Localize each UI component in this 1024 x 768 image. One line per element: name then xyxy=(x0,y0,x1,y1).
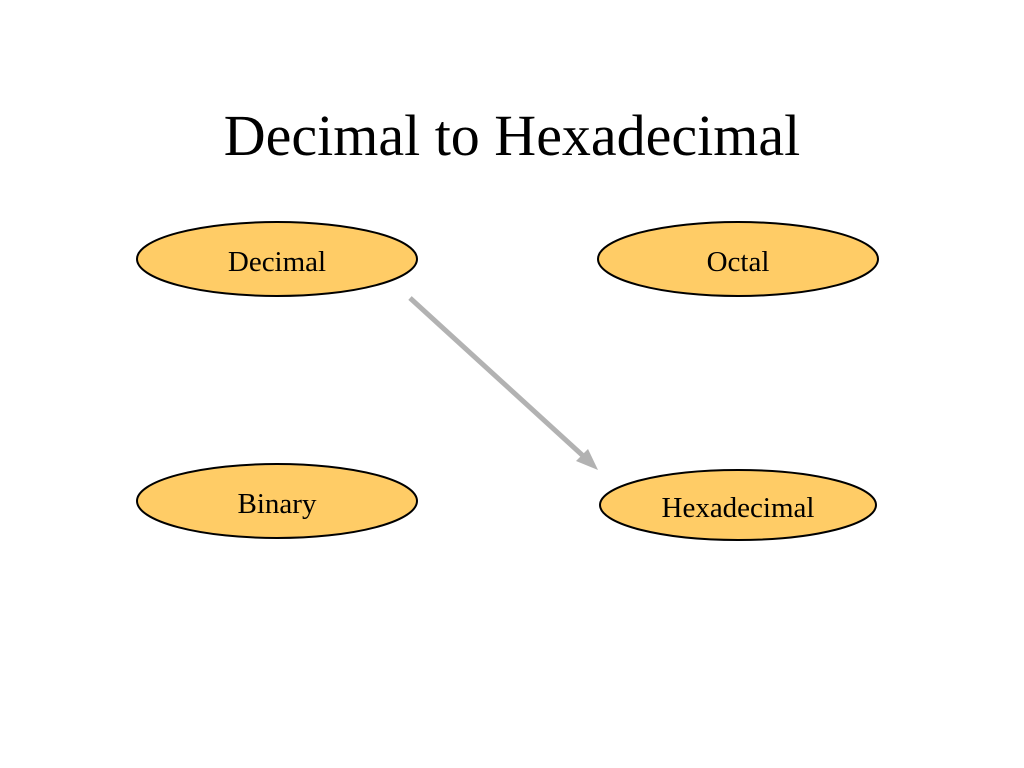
node-hexadecimal-shape xyxy=(599,469,877,541)
node-decimal: Decimal xyxy=(136,221,418,297)
arrowhead-icon xyxy=(576,449,598,470)
slide-title: Decimal to Hexadecimal xyxy=(223,103,801,168)
arrow-decimal-to-hexadecimal xyxy=(408,296,594,466)
node-hexadecimal-label: Hexadecimal xyxy=(662,492,815,524)
node-octal-shape xyxy=(597,221,879,297)
node-binary-label: Binary xyxy=(238,488,317,520)
node-decimal-shape xyxy=(136,221,418,297)
node-binary: Binary xyxy=(136,463,418,539)
node-hexadecimal: Hexadecimal xyxy=(599,469,877,541)
node-decimal-label: Decimal xyxy=(228,246,326,278)
node-octal: Octal xyxy=(597,221,879,297)
node-binary-shape xyxy=(136,463,418,539)
node-octal-label: Octal xyxy=(707,246,770,278)
